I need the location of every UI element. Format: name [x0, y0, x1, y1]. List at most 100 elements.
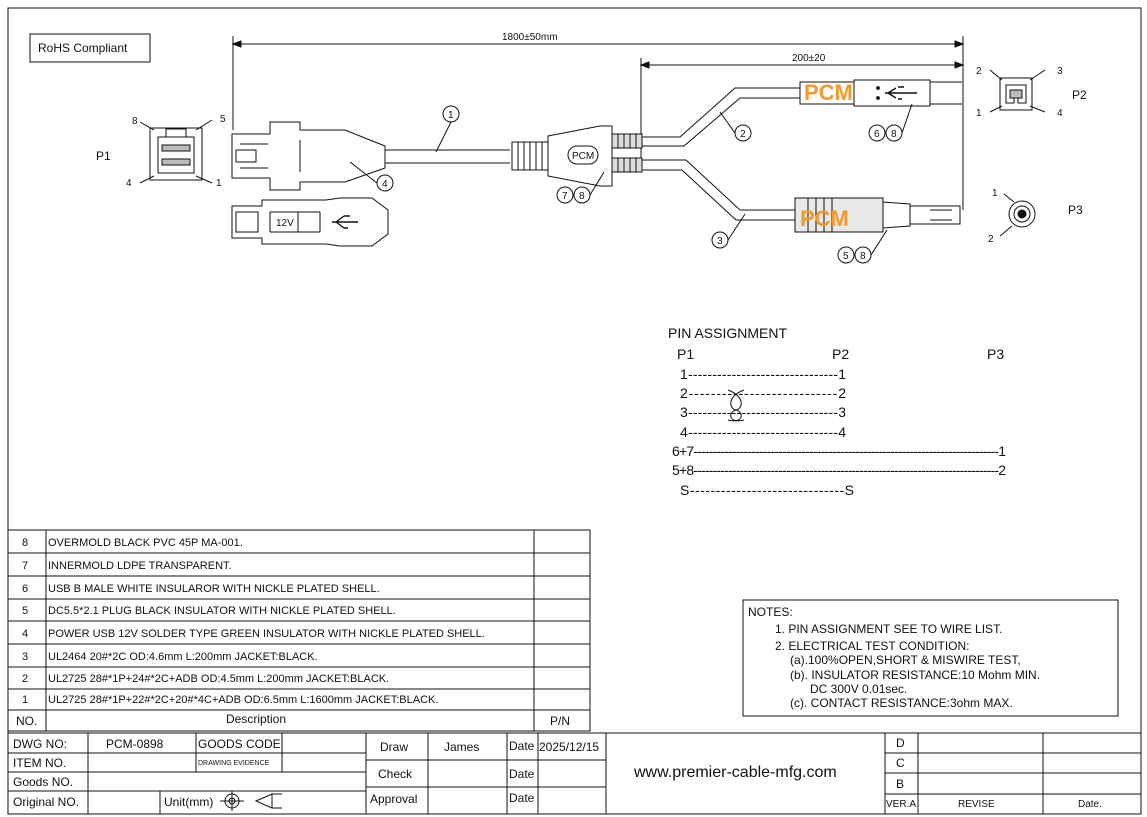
bom-row-desc: USB B MALE WHITE INSULAROR WITH NICKLE P… [48, 583, 380, 595]
note-line: (c). CONTACT RESISTANCE:3ohm MAX. [790, 696, 1013, 710]
bom-row-no: 1 [22, 694, 28, 706]
p1-pin1: 1 [216, 178, 222, 189]
dimension-total-label: 1800±50mm [502, 32, 558, 43]
dwg-no-label: DWG NO: [13, 737, 67, 751]
p2-pin3: 3 [1057, 66, 1063, 77]
ver-label: VER.A [886, 799, 916, 810]
pin-header-p2: P2 [832, 346, 849, 362]
p3-connector [794, 197, 961, 233]
p2-connector [799, 79, 962, 107]
p2-end-view [989, 69, 1046, 113]
goods-no-label: Goods NO. [13, 775, 73, 789]
pin-assignment-title: PIN ASSIGNMENT [668, 325, 787, 341]
p1-end-view [139, 119, 213, 184]
p1-label: P1 [96, 149, 111, 163]
p2-brand: PCM [804, 80, 853, 105]
callout-8c: 8 [860, 251, 866, 262]
p1-connector-top [231, 197, 389, 247]
pin-row-4: 4-------------------------------4 [680, 424, 846, 440]
draw-date: 2025/12/15 [539, 740, 599, 754]
rohs-label: RoHS Compliant [38, 41, 128, 55]
dimension-branch [639, 58, 965, 160]
draw-name: James [444, 740, 479, 754]
pin-header-p3: P3 [987, 346, 1004, 362]
approval-label: Approval [370, 792, 417, 806]
notes-box [742, 599, 1119, 717]
pin-header-p1: P1 [677, 346, 694, 362]
bom-row-no: 6 [22, 583, 28, 595]
p1-12v-label: 12V [276, 218, 294, 229]
unit-label: Unit(mm) [164, 795, 213, 809]
bom-row-desc: UL2725 28#*1P+22#*2C+20#*4C+ADB OD:6.5mm… [48, 694, 438, 706]
title-block-grid [7, 732, 1142, 815]
date-label-draw: Date [509, 739, 535, 753]
date-label-check: Date [509, 767, 535, 781]
projection-symbol-icon [220, 791, 282, 811]
p1-pin5: 5 [220, 114, 226, 125]
note-line: 2. ELECTRICAL TEST CONDITION: [775, 639, 969, 653]
note-line: 1. PIN ASSIGNMENT SEE TO WIRE LIST. [775, 622, 1002, 636]
rev-b: B [896, 777, 904, 791]
original-no-label: Original NO. [13, 795, 79, 809]
bom-header-pn: P/N [550, 714, 570, 728]
date-label-approval: Date [509, 791, 535, 805]
note-line: (b). INSULATOR RESISTANCE:10 Mohm MIN. [790, 668, 1040, 682]
bom-row-desc: UL2464 20#*2C OD:4.6mm L:200mm JACKET:BL… [48, 651, 318, 663]
p1-connector-side [231, 121, 510, 191]
pin-row-6: 5+8-------------------------------------… [672, 462, 1006, 478]
pin-row-3: 3-------------------------------3 [680, 404, 846, 420]
p2-pin1: 1 [976, 108, 982, 119]
callout-8b: 8 [579, 191, 585, 202]
note-line: DC 300V 0.01sec. [810, 682, 907, 696]
p1-pin4: 4 [126, 178, 132, 189]
dimension-total [231, 36, 965, 210]
bom-row-desc: INNERMOLD LDPE TRANSPARENT. [48, 560, 232, 572]
twisted-pair-mark [727, 389, 745, 422]
revise-label: REVISE [958, 799, 995, 810]
check-label: Check [378, 767, 413, 781]
rev-c: C [896, 756, 905, 770]
cable-joint [511, 125, 613, 187]
bom-row-desc: OVERMOLD BLACK PVC 45P MA-001. [48, 537, 243, 549]
joint-brand-label: PCM [572, 151, 594, 162]
bom-table-grid [7, 529, 591, 732]
p1-pin8: 8 [132, 116, 138, 127]
pin-row-1: 1-------------------------------1 [680, 366, 846, 382]
branch-cables [642, 87, 800, 221]
pin-row-7: S------------------------------S [680, 482, 854, 498]
rev-d: D [896, 736, 905, 750]
rev-date-label: Date. [1078, 799, 1102, 810]
dimension-branch-label: 200±20 [792, 53, 826, 64]
goods-code-label: GOODS CODE [198, 737, 281, 751]
p3-pin1: 1 [992, 188, 998, 199]
p2-pin4: 4 [1057, 108, 1063, 119]
p3-label: P3 [1068, 203, 1083, 217]
notes-title: NOTES: [748, 605, 793, 619]
callout-7: 7 [562, 191, 568, 202]
bom-row-no: 7 [22, 560, 28, 572]
dwg-no-value: PCM-0898 [106, 737, 164, 751]
pin-row-5: 6+7-------------------------------------… [672, 443, 1006, 459]
p3-brand: PCM [800, 206, 849, 231]
callout-3: 3 [717, 236, 723, 247]
bom-row-desc: POWER USB 12V SOLDER TYPE GREEN INSULATO… [48, 628, 485, 640]
item-no-label: ITEM NO. [13, 756, 66, 770]
rohs-box [29, 33, 151, 63]
note-line: (a).100%OPEN,SHORT & MISWIRE TEST, [790, 653, 1021, 667]
bom-row-no: 3 [22, 651, 28, 663]
bom-row-no: 4 [22, 628, 28, 640]
callout-2: 2 [740, 129, 746, 140]
callouts [349, 103, 913, 264]
callout-1: 1 [448, 110, 454, 121]
bom-row-no: 5 [22, 605, 28, 617]
p2-label: P2 [1072, 88, 1087, 102]
p3-pin2: 2 [988, 234, 994, 245]
callout-8a: 8 [891, 129, 897, 140]
bom-row-desc: UL2725 28#*1P+24#*2C+ADB OD:4.5mm L:200m… [48, 673, 389, 685]
p2-pin2: 2 [976, 66, 982, 77]
pin-row-2: 2---------------------------2 [680, 385, 846, 401]
callout-5: 5 [843, 251, 849, 262]
split-grips [611, 133, 643, 173]
callout-6: 6 [874, 129, 880, 140]
